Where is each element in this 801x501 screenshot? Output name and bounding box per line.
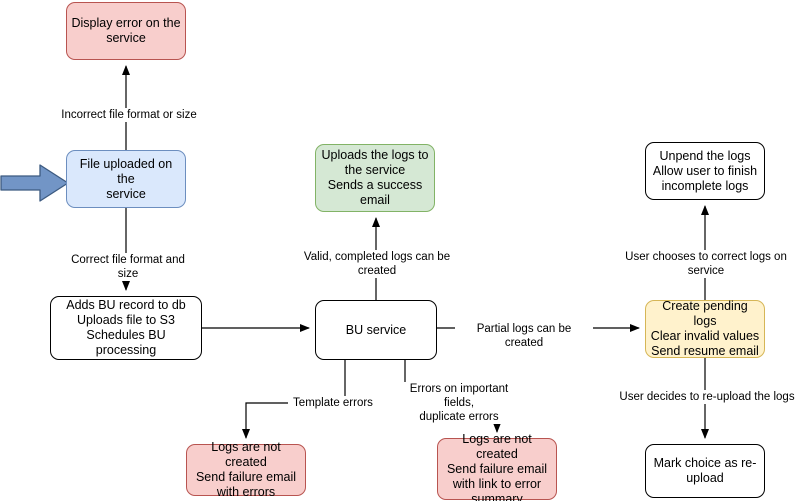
node-create-pending-logs[interactable]: Create pending logs Clear invalid values… — [645, 299, 765, 358]
edge-label-correct-file-format: Correct file format and size — [58, 253, 198, 281]
edge-label-valid-completed-logs: Valid, completed logs can be created — [283, 250, 471, 278]
incoming-flow-arrow — [0, 164, 69, 202]
node-logs-not-created-template-errors[interactable]: Logs are not created Send failure email … — [186, 440, 306, 499]
edge-label-incorrect-file-format: Incorrect file format or size — [59, 108, 199, 122]
edge-label-partial-logs: Partial logs can be created — [455, 322, 593, 350]
edge-label-template-errors: Template errors — [288, 396, 378, 410]
node-mark-choice-as-reupload[interactable]: Mark choice as re- upload — [645, 444, 765, 498]
edge-label-errors-important-fields: Errors on important fields, duplicate er… — [393, 382, 525, 424]
edge-label-user-corrects-logs: User chooses to correct logs on service — [608, 250, 801, 278]
edge-label-user-reuploads-logs: User decides to re-upload the logs — [614, 390, 800, 404]
node-bu-service[interactable]: BU service — [315, 300, 437, 360]
node-unpend-logs[interactable]: Unpend the logs Allow user to finish inc… — [645, 142, 765, 200]
node-logs-not-created-error-summary[interactable]: Logs are not created Send failure email … — [437, 432, 557, 501]
node-file-uploaded-on-service[interactable]: File uploaded on the service — [66, 150, 186, 208]
node-display-error[interactable]: Display error on the service — [66, 2, 186, 60]
node-adds-bu-record[interactable]: Adds BU record to db Uploads file to S3 … — [50, 296, 202, 360]
node-uploads-logs-success[interactable]: Uploads the logs to the service Sends a … — [315, 144, 435, 212]
